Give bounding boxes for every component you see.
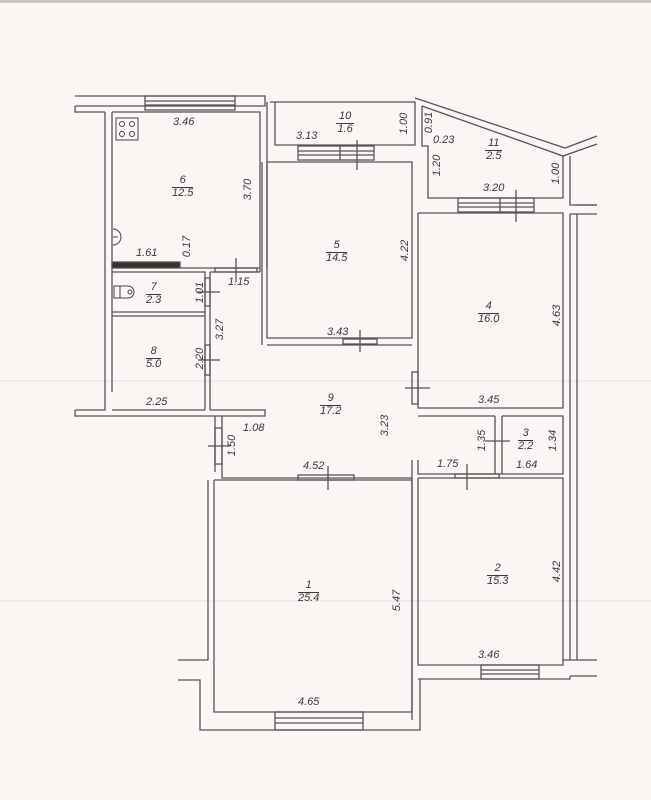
- wall: [418, 659, 597, 680]
- wall: [213, 479, 413, 713]
- wall: [75, 392, 205, 411]
- dim-label: 1.34: [547, 429, 560, 452]
- wall: [74, 409, 266, 417]
- dim-label: 3.46: [173, 116, 195, 128]
- room-number: 1: [298, 579, 320, 593]
- room-area: 2.5: [486, 149, 502, 162]
- dim-label: 1.20: [431, 154, 444, 177]
- dim-label: 4.63: [551, 304, 564, 327]
- room-label-5: 5 14.5: [326, 239, 348, 264]
- wall: [417, 415, 564, 475]
- toilet-icon: [113, 285, 135, 299]
- room-label-3: 3 2.2: [518, 427, 534, 452]
- room-area: 17.2: [320, 404, 342, 417]
- room-label-8: 8 5.0: [146, 345, 162, 370]
- wall: [112, 267, 260, 410]
- room-number: 10: [336, 110, 355, 124]
- counter: [111, 261, 181, 269]
- room-label-6: 6 12.5: [172, 174, 194, 199]
- room-label-10: 10 1.6: [336, 110, 355, 135]
- room-number: 2: [487, 562, 509, 576]
- wall: [421, 106, 564, 199]
- dim-label: 3.45: [478, 394, 500, 406]
- room-number: 8: [146, 345, 162, 359]
- window: [144, 95, 236, 111]
- wall: [417, 212, 564, 409]
- scan-artifact: [0, 380, 651, 382]
- dim-label: 0.17: [181, 235, 194, 258]
- dim-label: 1.64: [516, 459, 538, 471]
- scan-artifact: [0, 600, 651, 602]
- dim-label: 5.47: [391, 589, 404, 612]
- window: [274, 711, 364, 731]
- room-area: 5.0: [146, 357, 162, 370]
- room-area: 14.5: [326, 251, 348, 264]
- room-label-9: 9 17.2: [320, 392, 342, 417]
- room-number: 7: [146, 281, 162, 295]
- dim-label: 2.25: [146, 396, 168, 408]
- room-label-7: 7 2.3: [146, 281, 162, 306]
- dim-label: 1.00: [550, 162, 563, 185]
- dim-label: 4.22: [399, 239, 412, 262]
- dim-label: 3.20: [483, 182, 505, 194]
- dim-label: 4.42: [551, 560, 564, 583]
- window: [480, 664, 540, 680]
- room-area: 12.5: [172, 186, 194, 199]
- room-number: 11: [485, 137, 503, 151]
- room-area: 2.3: [146, 293, 162, 306]
- window: [297, 145, 375, 161]
- room-area: 2.2: [518, 439, 534, 452]
- dim-label: 3.23: [379, 414, 392, 437]
- room-number: 3: [518, 427, 534, 441]
- dim-label: 0.23: [433, 134, 455, 146]
- room-area: 1.6: [337, 122, 353, 135]
- dim-label: 1.75: [437, 458, 459, 470]
- wall: [421, 105, 598, 157]
- window: [457, 197, 535, 213]
- room-area: 15.3: [487, 574, 509, 587]
- wall: [569, 214, 578, 660]
- dim-label: 3.13: [296, 130, 318, 142]
- room-label-2: 2 15.3: [487, 562, 509, 587]
- dim-label: 1.08: [243, 422, 265, 434]
- sink-icon: [112, 228, 122, 246]
- room-label-1: 1 25.4: [298, 579, 320, 604]
- room-number: 9: [320, 392, 342, 406]
- room-label-11: 11 2.5: [485, 137, 503, 162]
- room-number: 5: [326, 239, 348, 253]
- top-edge-bar: [0, 0, 651, 3]
- dim-label: 1.35: [476, 429, 489, 452]
- wall: [414, 97, 598, 149]
- wall: [112, 311, 205, 317]
- wall: [417, 477, 564, 666]
- dim-label: 3.43: [327, 326, 349, 338]
- dim-label: 2.20: [194, 347, 207, 370]
- dim-label: 3.46: [478, 649, 500, 661]
- stove-icon: [115, 117, 139, 141]
- wall: [104, 112, 113, 392]
- room-label-4: 4 16.0: [478, 300, 500, 325]
- room-number: 6: [172, 174, 194, 188]
- dim-label: 1.01: [194, 281, 207, 304]
- room-area: 16.0: [478, 312, 500, 325]
- wall: [178, 480, 421, 731]
- room-number: 4: [478, 300, 500, 314]
- wall: [74, 106, 105, 113]
- dim-label: 1.00: [398, 112, 411, 135]
- dim-label: 4.52: [303, 460, 325, 472]
- dim-label: 4.65: [298, 696, 320, 708]
- room-area: 25.4: [298, 591, 320, 604]
- dim-label: 1.50: [226, 434, 239, 457]
- dim-label: 0.91: [423, 111, 436, 134]
- dim-label: 3.70: [242, 178, 255, 201]
- dim-label: 1.61: [136, 247, 158, 259]
- wall: [261, 162, 412, 346]
- wall: [270, 101, 416, 146]
- dim-label: 1.15: [228, 276, 250, 288]
- dim-label: 3.27: [214, 318, 227, 341]
- wall: [266, 161, 413, 339]
